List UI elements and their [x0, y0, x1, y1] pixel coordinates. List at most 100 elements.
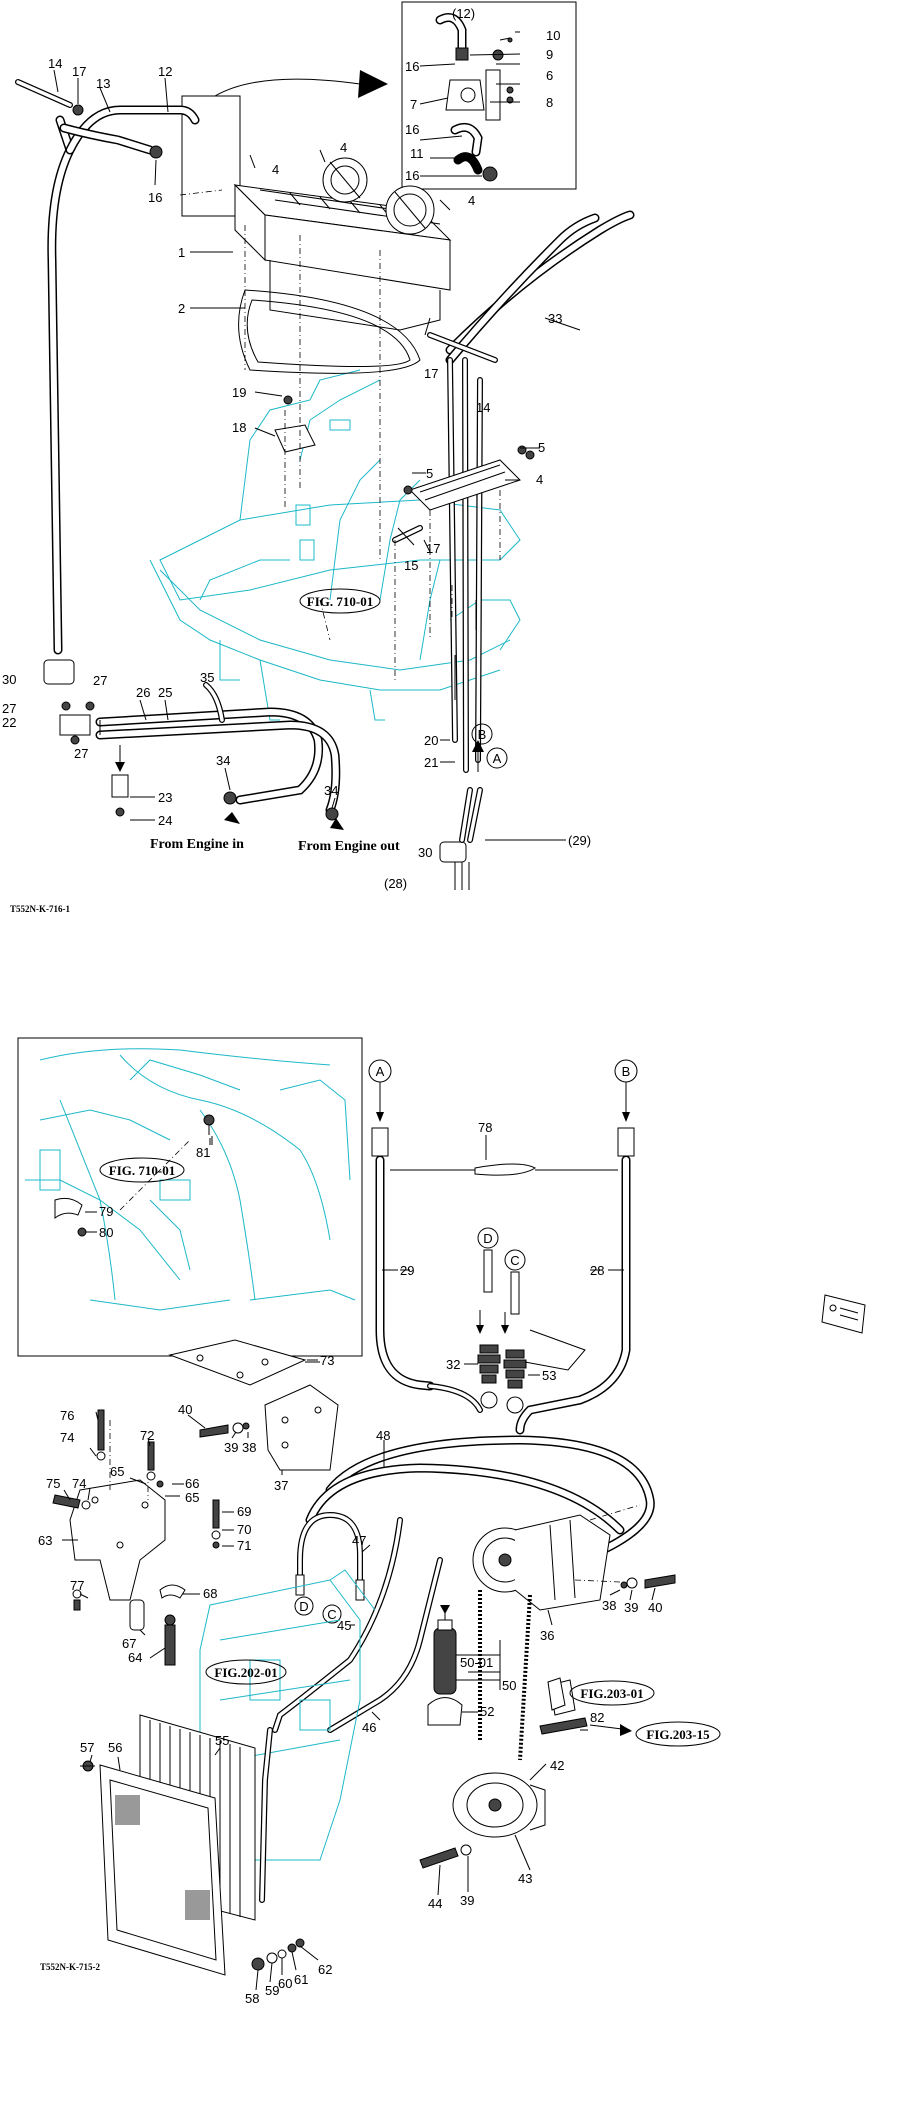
hose-13-inner — [48, 117, 74, 653]
callout-37: 37 — [274, 1478, 288, 1493]
callout-44: 44 — [428, 1896, 442, 1911]
callout-14-mid: 14 — [476, 400, 490, 415]
callout-7: 7 — [410, 97, 417, 112]
callout-78: 78 — [478, 1120, 492, 1135]
callout-22: 22 — [2, 715, 16, 730]
plate-73 — [168, 1339, 307, 1386]
fig-710-label-upper-oval — [299, 588, 381, 614]
callout-24: 24 — [158, 813, 172, 828]
washer-60 — [277, 1949, 287, 1959]
callout-63: 63 — [38, 1533, 52, 1548]
callout-26: 26 — [136, 685, 150, 700]
letter-b-lower: B — [622, 1064, 631, 1079]
letter-d-lower: D — [483, 1231, 492, 1246]
valve-22 — [59, 714, 91, 736]
letter-c-circle-lower2 — [322, 1604, 342, 1624]
cab-frame — [25, 1048, 356, 1311]
callout-25: 25 — [158, 685, 172, 700]
callout-16-left: 16 — [148, 190, 162, 205]
lower-callout-lines — [62, 1135, 656, 1991]
bolt-75 — [52, 1494, 81, 1509]
bracket-52 — [427, 1697, 463, 1726]
callout-27-c: 27 — [74, 746, 88, 761]
bolt-24 — [115, 807, 125, 817]
callout-1: 1 — [178, 245, 185, 260]
callout-13: 13 — [96, 76, 110, 91]
callout-55: 55 — [215, 1733, 229, 1748]
bracket-18 — [274, 424, 316, 453]
callout-40-right: 40 — [648, 1600, 662, 1615]
callout-79: 79 — [99, 1204, 113, 1219]
callout-39-left: 39 — [224, 1440, 238, 1455]
lower-drawing-code: T552N-K-715-2 — [40, 1962, 100, 1972]
callout-82: 82 — [590, 1710, 604, 1725]
grommet-30 — [439, 841, 467, 863]
letter-d-lower-2: D — [299, 1599, 308, 1614]
callout-47: 47 — [352, 1533, 366, 1548]
bolt-81 — [203, 1114, 215, 1126]
callout-76: 76 — [60, 1408, 74, 1423]
callout-27-b: 27 — [2, 701, 16, 716]
callout-12-paren: (12) — [452, 6, 475, 21]
from-engine-out-label: From Engine out — [298, 839, 400, 854]
fig-710-label-lower: FIG. 710-01 — [109, 1163, 175, 1178]
callout-20: 20 — [424, 733, 438, 748]
chassis-frame-upper — [149, 369, 521, 721]
upper-leaders — [179, 189, 501, 680]
callout-32: 32 — [446, 1357, 460, 1372]
callout-16-inset-c: 16 — [405, 168, 419, 183]
letter-c-lower-2: C — [327, 1607, 336, 1622]
fig-202-label-oval — [205, 1659, 287, 1685]
callout-29: 29 — [400, 1263, 414, 1278]
bracket-37 — [264, 1384, 339, 1471]
callout-77: 77 — [70, 1578, 84, 1593]
bolt-44 — [419, 1847, 459, 1869]
callout-2: 2 — [178, 301, 185, 316]
hose-28-lower — [515, 1155, 631, 1435]
fig-710-label-lower-oval — [99, 1157, 185, 1183]
lower-diagram: FIG. 710-01 A B D C — [17, 1037, 866, 2006]
fitting-b — [617, 1127, 635, 1157]
callout-18: 18 — [232, 420, 246, 435]
from-engine-in-label: From Engine in — [150, 837, 244, 852]
letter-b-circle-upper — [471, 723, 493, 745]
callout-60: 60 — [278, 1976, 292, 1991]
callout-35: 35 — [200, 670, 214, 685]
callout-45: 45 — [337, 1618, 351, 1633]
hose-12-inner — [61, 125, 153, 153]
callout-52: 52 — [480, 1704, 494, 1719]
callout-65-b: 65 — [185, 1490, 199, 1505]
valve-53 — [503, 1349, 527, 1414]
upper-diagram: B A FIG. 710-01 From Engine in From Engi… — [2, 1, 635, 914]
letter-a-circle-upper — [486, 747, 508, 769]
callout-5-right: 5 — [538, 440, 545, 455]
callout-28-paren: (28) — [384, 876, 407, 891]
callout-69: 69 — [237, 1504, 251, 1519]
callout-71: 71 — [237, 1538, 251, 1553]
washer-59 — [266, 1952, 278, 1964]
callout-57: 57 — [80, 1740, 94, 1755]
callout-34-b: 34 — [324, 783, 338, 798]
upper-drawing-code: T552N-K-716-1 — [10, 904, 70, 914]
callout-48: 48 — [376, 1428, 390, 1443]
callout-46: 46 — [362, 1720, 376, 1735]
clamp-34a — [223, 791, 237, 805]
callout-15: 15 — [404, 558, 418, 573]
callout-17-mid: 17 — [424, 366, 438, 381]
callout-58: 58 — [245, 1991, 259, 2006]
callout-27-a: 27 — [93, 673, 107, 688]
callout-66: 66 — [185, 1476, 199, 1491]
clip-68 — [159, 1584, 186, 1599]
callout-68: 68 — [203, 1586, 217, 1601]
callout-81: 81 — [196, 1145, 210, 1160]
bolt-77 — [73, 1599, 81, 1611]
callout-30-left: 30 — [2, 672, 16, 687]
bolt-19 — [283, 395, 293, 405]
letter-c-circle-lower — [504, 1249, 526, 1271]
label-sticker-icon — [821, 1294, 866, 1334]
fig-203-01-label-oval — [569, 1680, 655, 1706]
callout-33: 33 — [548, 311, 562, 326]
callout-11: 11 — [410, 146, 424, 161]
spacer-67 — [129, 1599, 145, 1631]
